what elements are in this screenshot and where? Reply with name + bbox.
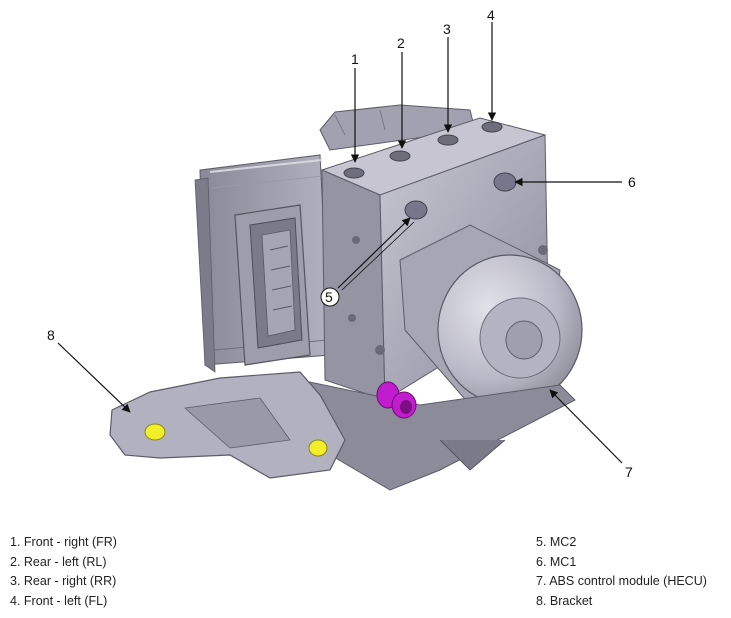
- legend-item-1: 1. Front - right (FR): [10, 535, 117, 549]
- top-ridge: [319, 104, 476, 151]
- callout-8: 8: [47, 327, 55, 343]
- legend-item-5: 5. MC2: [536, 535, 577, 549]
- legend-item-8: 8. Bracket: [536, 593, 593, 608]
- legend-item-3: 3. Rear - right (RR): [10, 574, 117, 588]
- legend-item-6: 6. MC1: [536, 554, 577, 569]
- callout-7: 7: [625, 464, 633, 480]
- callout-1: 1: [351, 51, 359, 67]
- callout-6: 6: [628, 174, 636, 190]
- magenta-bushings: [376, 381, 417, 419]
- legend-item-4: 4. Front - left (FL): [10, 593, 108, 608]
- electrical-connector: [234, 204, 311, 366]
- leader-lines: [57, 22, 623, 464]
- legend-item-7: 7. ABS control module (HECU): [536, 574, 707, 588]
- legend-item-2: 2. Rear - left (RL): [10, 554, 107, 569]
- callout-4: 4: [487, 7, 495, 23]
- abs-unit-diagram: 1 2 3 4 5 6 7 8: [47, 7, 636, 491]
- lower-base: [299, 379, 576, 491]
- bracket: [109, 371, 346, 479]
- legend-right: 5. MC2 6. MC1 7. ABS control module (HEC…: [536, 533, 707, 611]
- legend-left: 1. Front - right (FR) 2. Rear - left (RL…: [10, 533, 117, 611]
- callout-3: 3: [443, 21, 451, 37]
- pump-motor: [399, 224, 583, 406]
- callout-5: 5: [325, 289, 333, 305]
- callout-2: 2: [397, 35, 405, 51]
- callout-5-circle: [320, 287, 340, 307]
